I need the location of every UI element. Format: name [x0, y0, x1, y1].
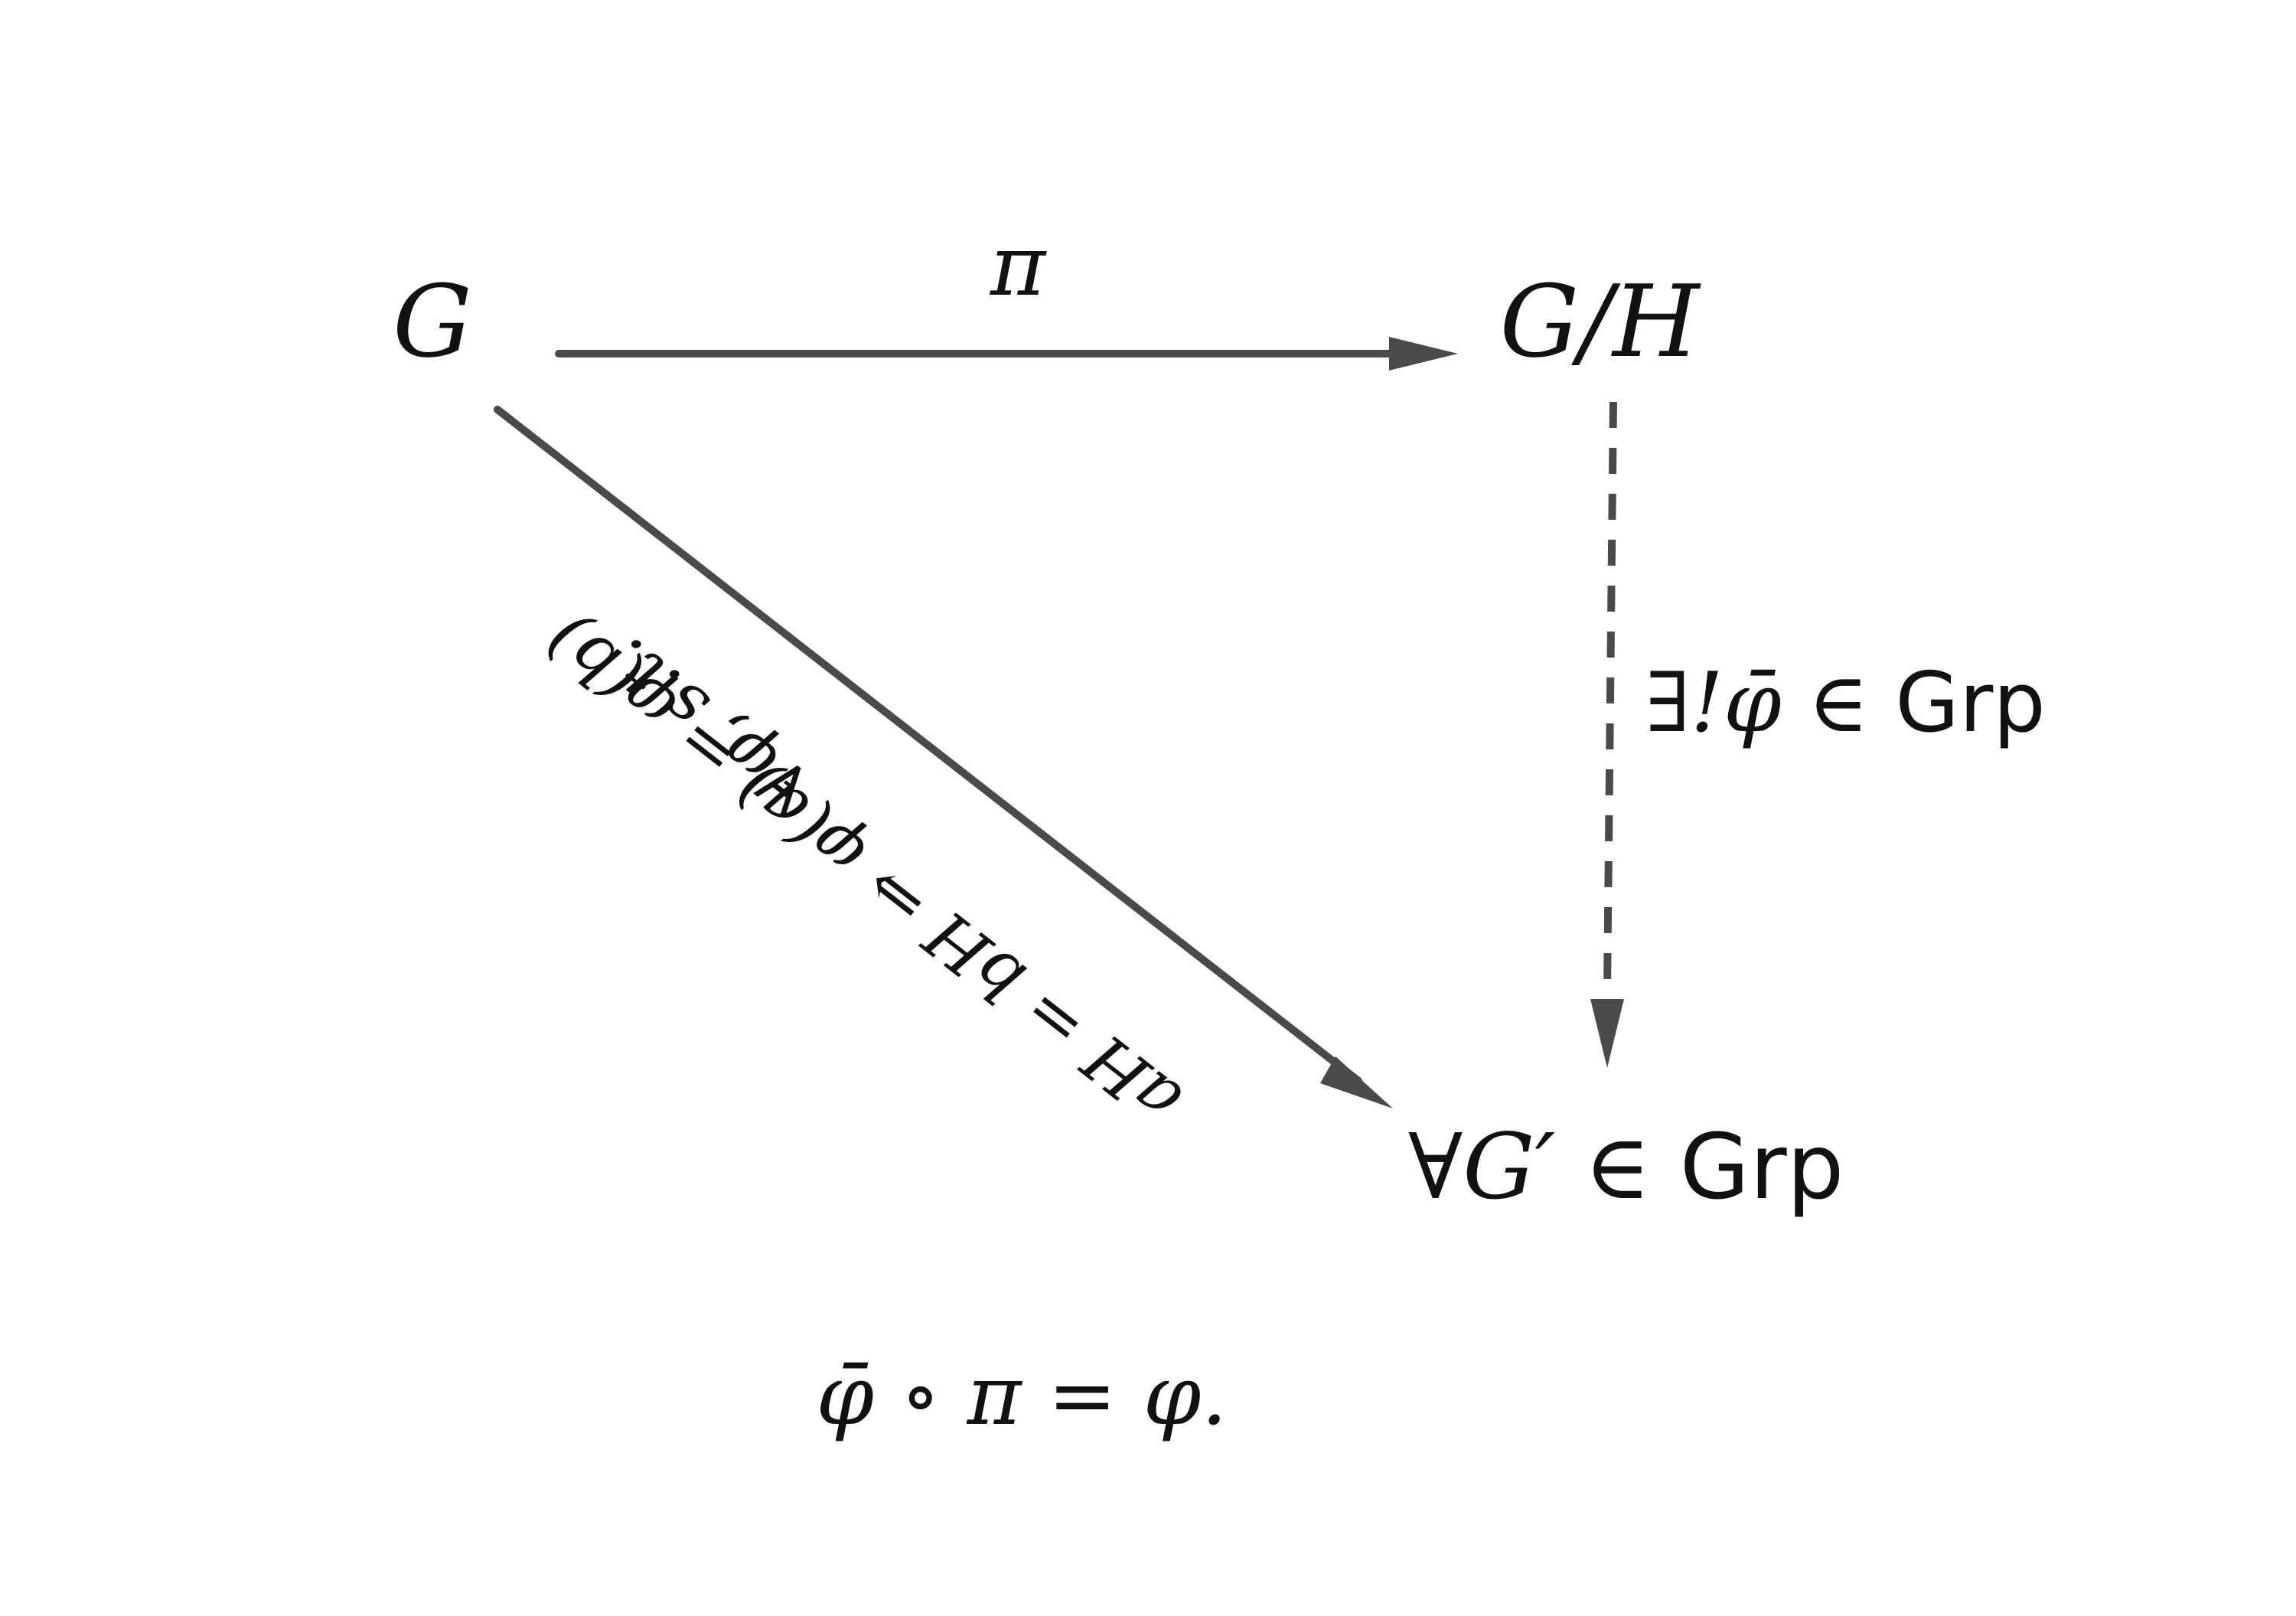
node-target-prefix: ∀G′ ∈: [1408, 1114, 1680, 1219]
node-target: ∀G′ ∈ Grp: [1408, 1114, 1844, 1219]
induced-arrow-head: [1590, 999, 1624, 1068]
homomorphism-arrow-line: [494, 406, 1362, 1085]
projection-label: π: [990, 217, 1047, 315]
homomorphism-label-line2: aH = bH ⇒ φ(a) = φ(b): [531, 599, 1195, 1141]
node-source: G: [393, 263, 472, 380]
homomorphism-label-2: aH = bH ⇒ φ(a) = φ(b): [531, 599, 1195, 1141]
induced-arrow-line: [1603, 401, 1617, 992]
induced-label-category: Grp: [1895, 655, 2046, 751]
induced-label: ∃!φ̄ ∈ Grp: [1645, 655, 2046, 751]
projection-arrow-head: [1389, 337, 1458, 371]
composition-equation: φ̄ ∘ π = φ.: [816, 1348, 1227, 1444]
node-quotient: G/H: [1499, 263, 1701, 380]
homomorphism-arrow-head: [1320, 1056, 1393, 1108]
node-target-category: Grp: [1680, 1114, 1844, 1219]
induced-label-prefix: ∃!φ̄ ∈: [1645, 655, 1895, 751]
